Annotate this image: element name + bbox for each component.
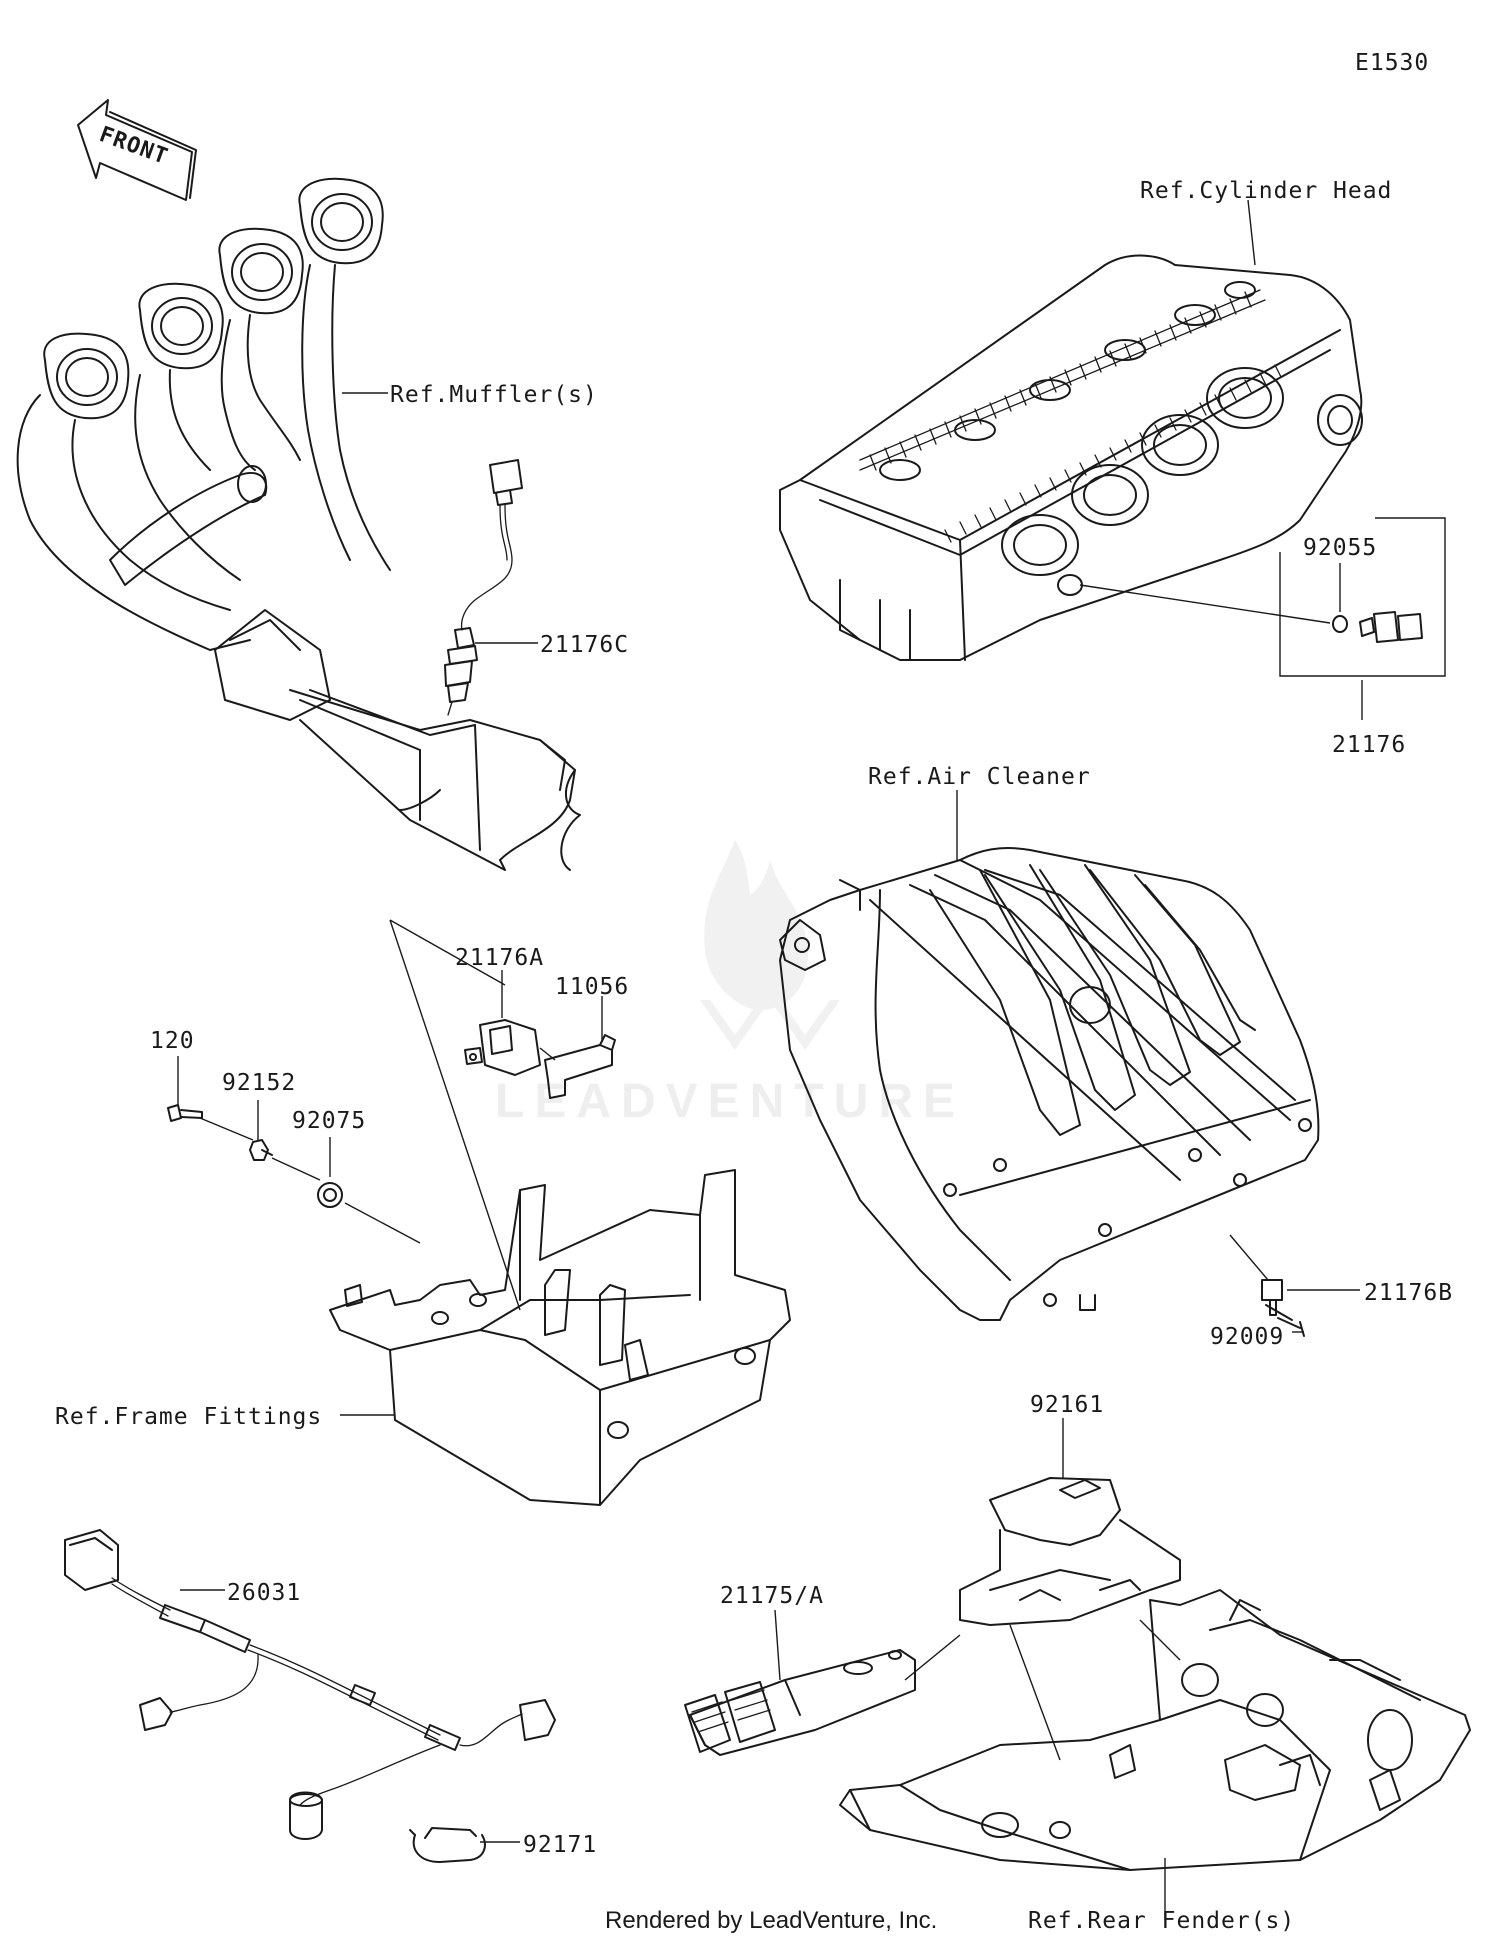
label-21175A: 21175/A (720, 1583, 824, 1609)
leader-21176A-tray (389, 919, 521, 1311)
leader-grommet-axis (344, 1202, 421, 1244)
sub-harness-26031 (64, 1529, 556, 1840)
front-label: FRONT (96, 122, 171, 170)
leader-92161-fender (904, 1619, 1181, 1761)
leader-ref-cylinder-head (1247, 199, 1256, 266)
air-cleaner-box (779, 847, 1320, 1321)
label-ref-mufflers: Ref.Muffler(s) (390, 382, 598, 408)
footer-credit: Rendered by LeadVenture, Inc. (605, 1907, 937, 1934)
exhaust-header-assembly (16, 177, 581, 871)
label-21176B: 21176B (1364, 1280, 1453, 1306)
iap-sensor-21176B (1261, 1279, 1293, 1321)
label-26031: 26031 (227, 1580, 301, 1606)
clamp-92171 (409, 1827, 486, 1863)
leader-collar-axis (271, 1157, 321, 1181)
label-11056: 11056 (555, 974, 629, 1000)
o-ring-92055 (1332, 615, 1348, 633)
frame-fittings-tray (329, 1169, 791, 1506)
label-21176A: 21176A (455, 945, 544, 971)
label-92055: 92055 (1303, 535, 1377, 561)
label-21176C: 21176C (540, 632, 629, 658)
o2-sensor-21176C (444, 459, 523, 716)
label-92161: 92161 (1030, 1392, 1104, 1418)
temp-sensor-21176 (1359, 611, 1423, 643)
label-92152: 92152 (222, 1070, 296, 1096)
sensor-21176A (464, 1019, 541, 1076)
label-ref-cylinder-head: Ref.Cylinder Head (1140, 178, 1392, 204)
label-92009: 92009 (1210, 1324, 1284, 1350)
head-ridge-hatch (869, 291, 1252, 471)
screw-92009 (1277, 1317, 1305, 1337)
rear-fender (839, 1589, 1471, 1871)
label-92171: 92171 (523, 1832, 597, 1858)
leader-21176B-mount (1229, 1234, 1269, 1281)
watermark-logo (700, 840, 840, 1050)
collar-92152 (249, 1139, 273, 1161)
group-bracket-21176 (1279, 517, 1446, 677)
front-arrow-icon: FRONT (77, 99, 197, 201)
label-120: 120 (150, 1028, 195, 1054)
bracket-92161 (959, 1477, 1181, 1626)
label-ref-frame-fittings: Ref.Frame Fittings (55, 1404, 322, 1430)
grommet-92075 (317, 1182, 343, 1208)
watermark-text: LEADVENTURE (495, 1075, 965, 1128)
leader-21175A (774, 1609, 781, 1681)
label-ref-rear-fenders: Ref.Rear Fender(s) (1028, 1908, 1295, 1934)
bolt-120 (167, 1104, 203, 1122)
label-21176: 21176 (1332, 732, 1406, 758)
ecu-21175A (684, 1649, 916, 1756)
cylinder-head (779, 254, 1363, 661)
leader-bolt-axis (199, 1117, 254, 1141)
label-92075: 92075 (292, 1108, 366, 1134)
leader-21176-engine (1079, 584, 1331, 624)
diagram-id: E1530 (1355, 50, 1429, 76)
label-ref-air-cleaner: Ref.Air Cleaner (868, 764, 1091, 790)
